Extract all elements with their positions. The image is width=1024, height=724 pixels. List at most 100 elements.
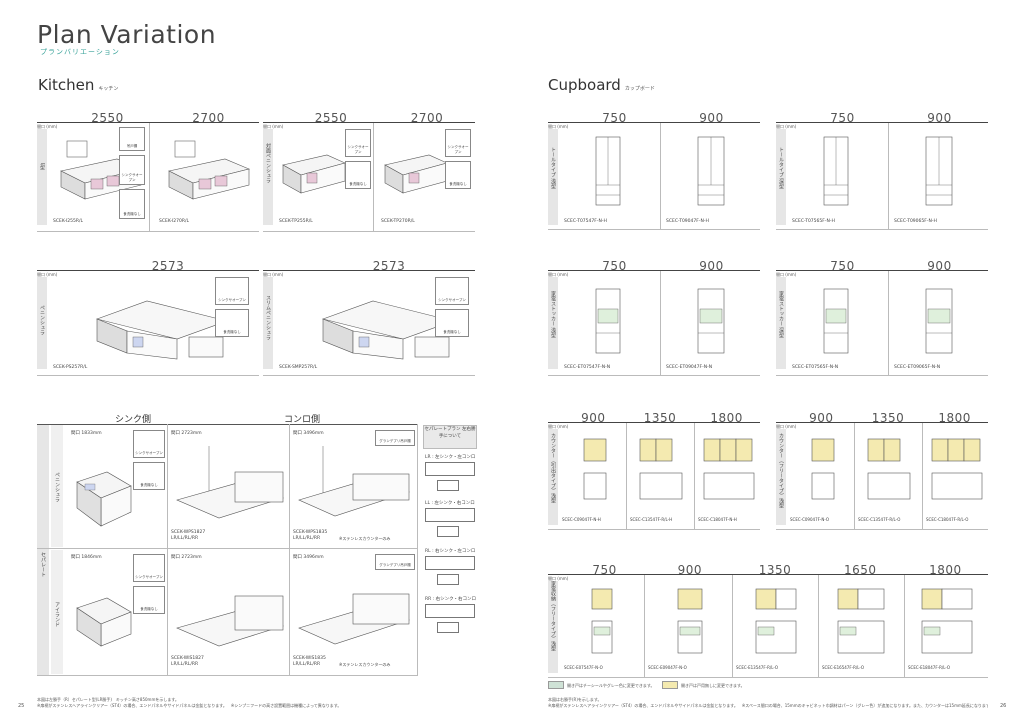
divider: [854, 423, 855, 529]
dim-label: 750: [830, 259, 855, 273]
product-code: SCEK-WPS1835: [293, 530, 328, 535]
frontage-label: 間口 (mm): [548, 272, 569, 277]
product-code: SCEC-E13547F-R/L-O: [736, 665, 779, 670]
dim-label: 750: [592, 563, 617, 577]
row-bar: [51, 425, 63, 547]
legend-item: LL : 左シンク・右コンロ: [425, 501, 475, 506]
legend-title: セパレートプラン 左右勝手について: [423, 425, 477, 449]
dim-label: 1350: [643, 411, 677, 425]
legend-swatch-green: [548, 681, 564, 689]
counter-cabinet-illustration: [639, 438, 683, 500]
product-code: SCEC-ET07547F-N-N: [564, 365, 611, 370]
dim-label: 750: [830, 111, 855, 125]
layout-diagram: [437, 526, 459, 537]
counter-cabinet-illustration: [867, 438, 911, 500]
product-code: SCEK-PS257R/L: [53, 365, 88, 370]
tall-cabinet-illustration: [697, 136, 725, 206]
side-label: トールタイプ 浅型: [550, 147, 556, 189]
side-label: 対面ペニンシュラ: [265, 143, 271, 183]
divider: [263, 231, 475, 232]
divider: [373, 123, 374, 231]
panel-dims: 750 900: [776, 111, 988, 125]
option-card: グランデプリ吊戸棚: [375, 430, 415, 446]
stove-illustration: [298, 593, 410, 645]
frontage-label: 間口 (mm): [37, 272, 58, 277]
product-code: SCEK-WIS1827: [171, 656, 204, 661]
frontage-label: 間口 (mm): [776, 272, 797, 277]
option-label: 吊戸棚: [126, 144, 138, 148]
side-bar: [263, 129, 273, 225]
side-label: 家電ストッカー 浅型: [550, 291, 556, 338]
footnote: ※扉柄がステンレスヘアラインクリアー（ST4）の場合、エンドパネルやサイドパネル…: [37, 703, 342, 708]
option-card: シンクサオープン: [345, 129, 371, 157]
dim-label: 2550: [314, 111, 348, 125]
appliance-cabinet-illustration: [755, 588, 797, 654]
dim-label: 1800: [938, 411, 971, 425]
legend-text: 開き戸はチーシールやグレー色に変更できます。: [567, 683, 655, 688]
divider: [263, 375, 475, 376]
option-label: グランデプリ吊戸棚: [379, 439, 411, 443]
option-label: シンクサオープン: [438, 298, 466, 302]
frontage-label: 間口 (mm): [776, 124, 797, 129]
kitchen-illustration: [95, 300, 227, 360]
dim-label: 2700: [192, 111, 225, 125]
divider: [37, 675, 417, 676]
dim-label: 900: [927, 111, 952, 125]
divider: [660, 123, 661, 229]
option-card: 食洗機なし: [345, 161, 371, 189]
divider: [904, 575, 905, 677]
product-code: SCEC-T09065F-N-H: [894, 219, 937, 224]
frontage-text: 間口 1846mm: [71, 555, 102, 560]
divider: [776, 529, 988, 530]
product-code: SCEC-E18047F-R/L-O: [908, 665, 951, 670]
option-label: 食洗機なし: [349, 182, 367, 186]
option-card: 食洗機なし: [445, 161, 471, 189]
side-label: カウンター（フリータイプ）浅型: [778, 433, 784, 508]
option-card: 吊戸棚: [119, 127, 145, 151]
product-code: SCEK-TP255R/L: [279, 219, 313, 224]
frontage-label: 間口 (mm): [37, 124, 58, 129]
layout-diagram: [437, 480, 459, 491]
divider: [289, 424, 290, 676]
product-code: SCEC-T09047F-N-H: [666, 219, 709, 224]
tall-cabinet-illustration: [595, 136, 621, 206]
product-code: SCEC-E16547F-R/L-O: [822, 665, 865, 670]
option-label: 食洗機なし: [123, 212, 141, 216]
stocker-cabinet-illustration: [925, 288, 953, 354]
option-label: 食洗機なし: [140, 483, 158, 487]
counter-cabinet-illustration: [583, 438, 607, 500]
option-label: シンクサオープン: [135, 451, 163, 455]
product-code-variants: LR/LL/RL/RR: [171, 662, 199, 667]
counter-cabinet-illustration: [931, 438, 983, 500]
divider: [732, 575, 733, 677]
divider: [417, 424, 418, 676]
side-label: トールタイプ 深型: [778, 147, 784, 189]
row-label: アイランド: [54, 602, 60, 627]
layout-diagram: [425, 556, 475, 570]
product-code: SCEC-C09047F-N-H: [562, 517, 601, 522]
option-card: シンクサオープン: [215, 277, 249, 305]
product-code: SCEC-ET07565F-N-N: [792, 365, 839, 370]
layout-diagram: [437, 622, 459, 633]
product-code: SCEC-ET09047F-N-N: [666, 365, 713, 370]
option-card: 食洗機なし: [133, 462, 165, 490]
layout-diagram: [425, 508, 475, 522]
stocker-cabinet-illustration: [595, 288, 621, 354]
option-label: シンクサオープン: [347, 145, 369, 154]
legend-item: RL : 右シンク・左コンロ: [425, 549, 476, 554]
dim-label: 1650: [843, 563, 877, 577]
frontage-text: 間口 2723mm: [171, 431, 202, 436]
option-card: 食洗機なし: [119, 189, 145, 219]
side-label: 家電収納（フリータイプ）浅型: [550, 581, 556, 651]
option-label: シンクサオープン: [447, 145, 469, 154]
option-label: 食洗機なし: [140, 607, 158, 611]
dim-label: 900: [677, 563, 702, 577]
product-code: SCEC-E09047F-N-O: [648, 665, 687, 670]
option-card: シンクサオープン: [133, 430, 165, 458]
product-code: SCEC-T07565F-N-H: [792, 219, 835, 224]
divider: [37, 375, 259, 376]
